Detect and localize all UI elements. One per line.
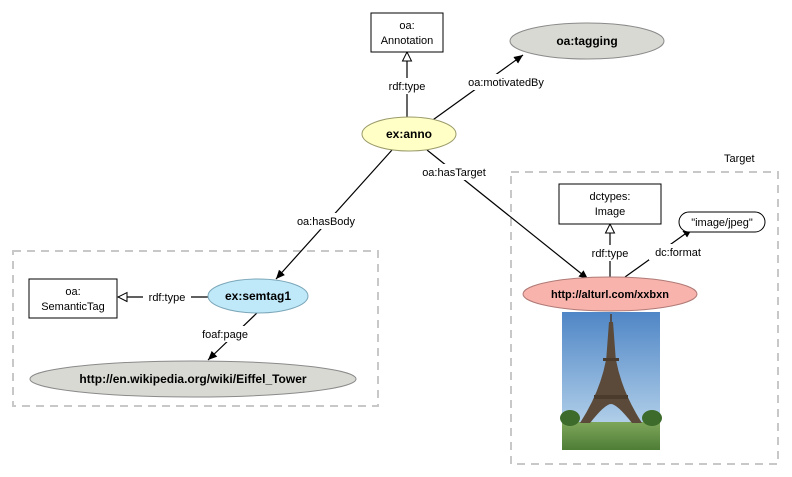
- target-uri-node[interactable]: http://alturl.com/xxbxn: [522, 276, 698, 312]
- svg-text:Annotation: Annotation: [381, 35, 434, 47]
- image-jpeg-literal-node[interactable]: "image/jpeg": [678, 211, 766, 233]
- semtag1-ellipse: [207, 278, 309, 314]
- eiffel-tower-image: [560, 312, 662, 450]
- dctypes-image-node[interactable]: dctypes: Image: [558, 183, 662, 225]
- wikipedia-ellipse: [29, 360, 357, 398]
- svg-text:ex:semtag1: ex:semtag1: [225, 289, 291, 303]
- target-group-label: Target: [724, 153, 755, 165]
- edge-label-anno-type: rdf:type: [389, 81, 426, 93]
- target-group-box: [510, 171, 779, 465]
- body-group-box: [12, 250, 379, 407]
- semtag1-node[interactable]: ex:semtag1: [207, 278, 309, 314]
- edge-label-has-target: oa:hasTarget: [422, 167, 486, 179]
- svg-text:oa:: oa:: [399, 20, 414, 32]
- svg-text:oa:: oa:: [65, 286, 80, 298]
- edge-label-has-body: oa:hasBody: [297, 216, 356, 228]
- anno-ellipse: [361, 116, 457, 152]
- tagging-node[interactable]: oa:tagging: [509, 22, 665, 60]
- edge-label-foaf-page: foaf:page: [202, 329, 248, 341]
- edge-label-semtag-type: rdf:type: [149, 292, 186, 304]
- wikipedia-node[interactable]: http://en.wikipedia.org/wiki/Eiffel_Towe…: [29, 360, 357, 398]
- annotation-class-node[interactable]: oa: Annotation: [370, 12, 444, 53]
- target-uri-ellipse: [522, 276, 698, 312]
- svg-text:"image/jpeg": "image/jpeg": [691, 217, 753, 229]
- svg-text:dctypes:: dctypes:: [590, 191, 631, 203]
- tagging-ellipse: [509, 22, 665, 60]
- svg-text:oa:tagging: oa:tagging: [556, 34, 617, 48]
- edge-label-dc-format: dc:format: [655, 247, 701, 259]
- svg-text:http://en.wikipedia.org/wiki/E: http://en.wikipedia.org/wiki/Eiffel_Towe…: [79, 372, 306, 386]
- svg-text:ex:anno: ex:anno: [386, 127, 432, 141]
- edge-label-motivated-by: oa:motivatedBy: [468, 77, 544, 89]
- semantictag-class-node[interactable]: oa: SemanticTag: [28, 278, 118, 319]
- svg-text:http://alturl.com/xxbxn: http://alturl.com/xxbxn: [551, 289, 669, 301]
- svg-text:Image: Image: [595, 206, 626, 218]
- anno-node[interactable]: ex:anno: [361, 116, 457, 152]
- edge-label-image-type: rdf:type: [592, 248, 629, 260]
- svg-text:SemanticTag: SemanticTag: [41, 301, 105, 313]
